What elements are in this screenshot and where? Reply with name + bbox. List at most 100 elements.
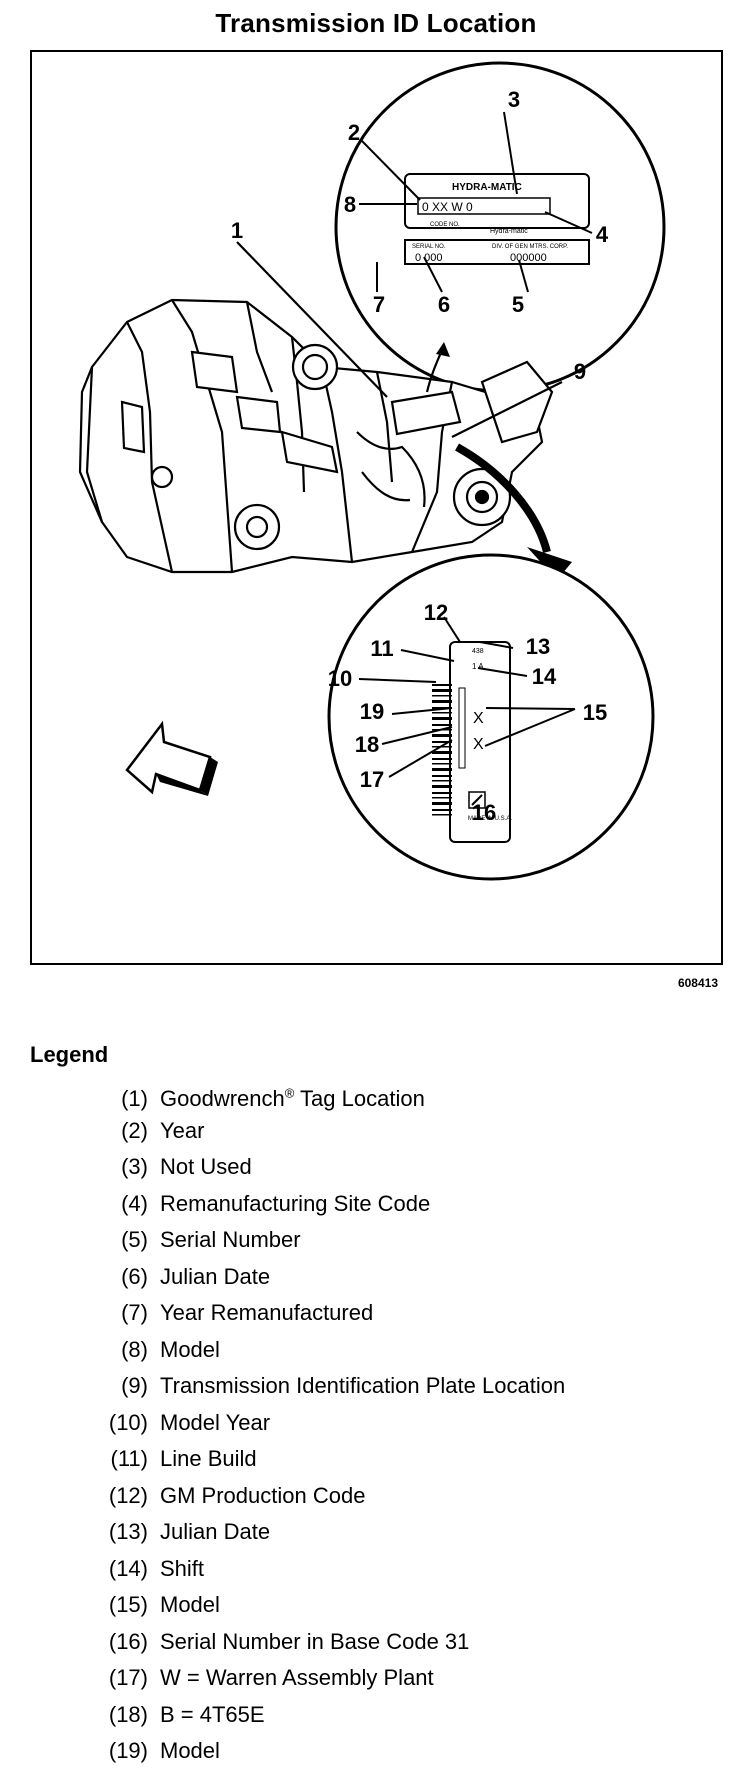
legend-number: (19) (108, 1738, 148, 1763)
plate-code-top: 438 (472, 648, 484, 655)
legend-number: (1) (121, 1086, 148, 1112)
legend-item: (13) Julian Date (40, 1514, 565, 1551)
callout-11: 11 (370, 636, 393, 661)
callout-18: 18 (355, 732, 379, 757)
tag-serial-label: SERIAL NO. (412, 244, 446, 250)
callout-4: 4 (596, 222, 609, 247)
legend-item: (4) Remanufacturing Site Code (40, 1186, 565, 1223)
registered-mark: ® (284, 1086, 295, 1101)
legend-item: (1) Goodwrench® Tag Location (40, 1076, 565, 1113)
front-direction-arrow (125, 720, 218, 796)
callout-13: 13 (526, 634, 550, 659)
legend-number: (7) (121, 1300, 148, 1325)
callout-numbers: 1 2 3 4 5 6 7 8 9 10 11 12 13 14 15 16 1… (231, 87, 609, 825)
figure-id: 608413 (677, 976, 718, 990)
legend-text: Serial Number in Base Code 31 (160, 1628, 470, 1654)
callout-5: 5 (512, 292, 524, 317)
legend-text: Model (160, 1738, 220, 1763)
curved-arrow-to-plate (455, 443, 551, 554)
callout-1: 1 (231, 218, 243, 243)
legend-item: (5) Serial Number (40, 1222, 565, 1259)
callout-6: 6 (438, 292, 450, 317)
legend-number: (2) (121, 1117, 148, 1143)
legend-number: (10) (108, 1409, 148, 1435)
legend-title: Legend (30, 1042, 109, 1067)
upper-pointer-arrow (436, 342, 450, 357)
legend-item: (8) Model (40, 1332, 565, 1369)
callout-17: 17 (360, 767, 384, 792)
legend-number: (15) (108, 1592, 148, 1617)
callout-16: 16 (472, 800, 496, 825)
lower-id-plate: 438 1 A (432, 641, 512, 843)
legend-text: Model (160, 1336, 220, 1362)
legend-number: (17) (108, 1665, 148, 1690)
legend-text-main: Goodwrench (160, 1086, 285, 1112)
transmission-body (78, 298, 554, 574)
legend-item: (11) Line Build (40, 1441, 565, 1478)
legend-number: (18) (108, 1701, 148, 1727)
legend-text: Julian Date (160, 1519, 271, 1544)
callout-15: 15 (583, 700, 607, 725)
legend-number: (13) (108, 1519, 148, 1544)
legend-item: (7) Year Remanufactured (40, 1295, 565, 1332)
transmission-diagram: HYDRA-MATIC 0 XX W 0 CODE NO. Hydra-mati… (78, 61, 666, 881)
legend-text: Serial Number (160, 1227, 301, 1252)
plate-barcode (432, 684, 452, 816)
legend-text: B = 4T65E (160, 1701, 265, 1727)
legend-list: (1) Goodwrench® Tag Location (2) Year (3) N… (40, 1076, 565, 1770)
tag-maker: Hydra-matic (490, 228, 528, 235)
legend-text: W = Warren Assembly Plant (160, 1665, 434, 1690)
legend-number: (5) (121, 1227, 148, 1252)
legend-item: (3) Not Used (40, 1149, 565, 1186)
legend-item: (15) Model (40, 1587, 565, 1624)
legend-text: Year Remanufactured (160, 1300, 374, 1325)
callout-8: 8 (344, 192, 356, 217)
plate-code-second: 1 A (472, 662, 484, 671)
legend-text: Line Build (160, 1446, 257, 1471)
upper-leaders (359, 111, 593, 293)
callout-9: 9 (574, 359, 586, 384)
legend-number: (3) (121, 1154, 148, 1179)
legend-item: (9) Transmission Identification Plate Loc… (40, 1368, 565, 1405)
callout-10: 10 (328, 666, 352, 691)
callout-19: 19 (360, 699, 384, 724)
legend-text: Model (160, 1592, 220, 1617)
diagram-frame: HYDRA-MATIC 0 XX W 0 CODE NO. Hydra-mati… (30, 50, 723, 965)
legend-text: Goodwrench® Tag Location (160, 1086, 425, 1111)
legend-number: (12) (108, 1482, 148, 1508)
tag-number-value: 000000 (510, 252, 547, 264)
legend-text: Year (160, 1117, 205, 1143)
legend-text: Remanufacturing Site Code (160, 1190, 431, 1216)
legend-item: (17) W = Warren Assembly Plant (40, 1660, 565, 1697)
legend-text: Not Used (160, 1154, 252, 1179)
legend-item: (14)Shift (40, 1551, 565, 1588)
callout-7: 7 (373, 292, 385, 317)
legend-item: (18) B = 4T65E (40, 1697, 565, 1734)
legend-item: (16)Serial Number in Base Code 31 (40, 1624, 565, 1661)
legend-text: Transmission Identification Plate Locati… (160, 1373, 566, 1398)
legend-text-suffix: Tag Location (294, 1086, 425, 1112)
legend-number: (6) (121, 1263, 148, 1289)
legend-item: (6) Julian Date (40, 1259, 565, 1296)
legend-text: GM Production Code (160, 1482, 366, 1508)
plate-made-in: MADE IN U.S.A. (468, 816, 512, 822)
legend-item: (19) Model (40, 1733, 565, 1770)
tag-code-label: CODE NO. (430, 222, 460, 228)
tag-serial-value: 0 000 (415, 252, 443, 264)
callout-12: 12 (424, 600, 448, 625)
legend-number: (4) (121, 1190, 148, 1216)
tag-brand: HYDRA-MATIC (452, 182, 522, 193)
callout-14: 14 (532, 664, 557, 689)
legend-number: (11) (110, 1446, 149, 1471)
legend-number: (8) (121, 1336, 148, 1362)
callout-2: 2 (348, 120, 360, 145)
legend-text: Model Year (160, 1409, 271, 1435)
upper-id-tag: HYDRA-MATIC 0 XX W 0 CODE NO. Hydra-mati… (404, 173, 590, 265)
tag-division-label: DIV. OF GEN MTRS. CORP. (492, 244, 568, 250)
legend-item: (10) Model Year (40, 1405, 565, 1442)
legend-number: (9) (121, 1373, 148, 1398)
legend-text: Julian Date (160, 1263, 271, 1289)
callout-3: 3 (508, 87, 520, 112)
plate-x-mark-1: X (473, 710, 484, 727)
legend-item: (12) GM Production Code (40, 1478, 565, 1515)
